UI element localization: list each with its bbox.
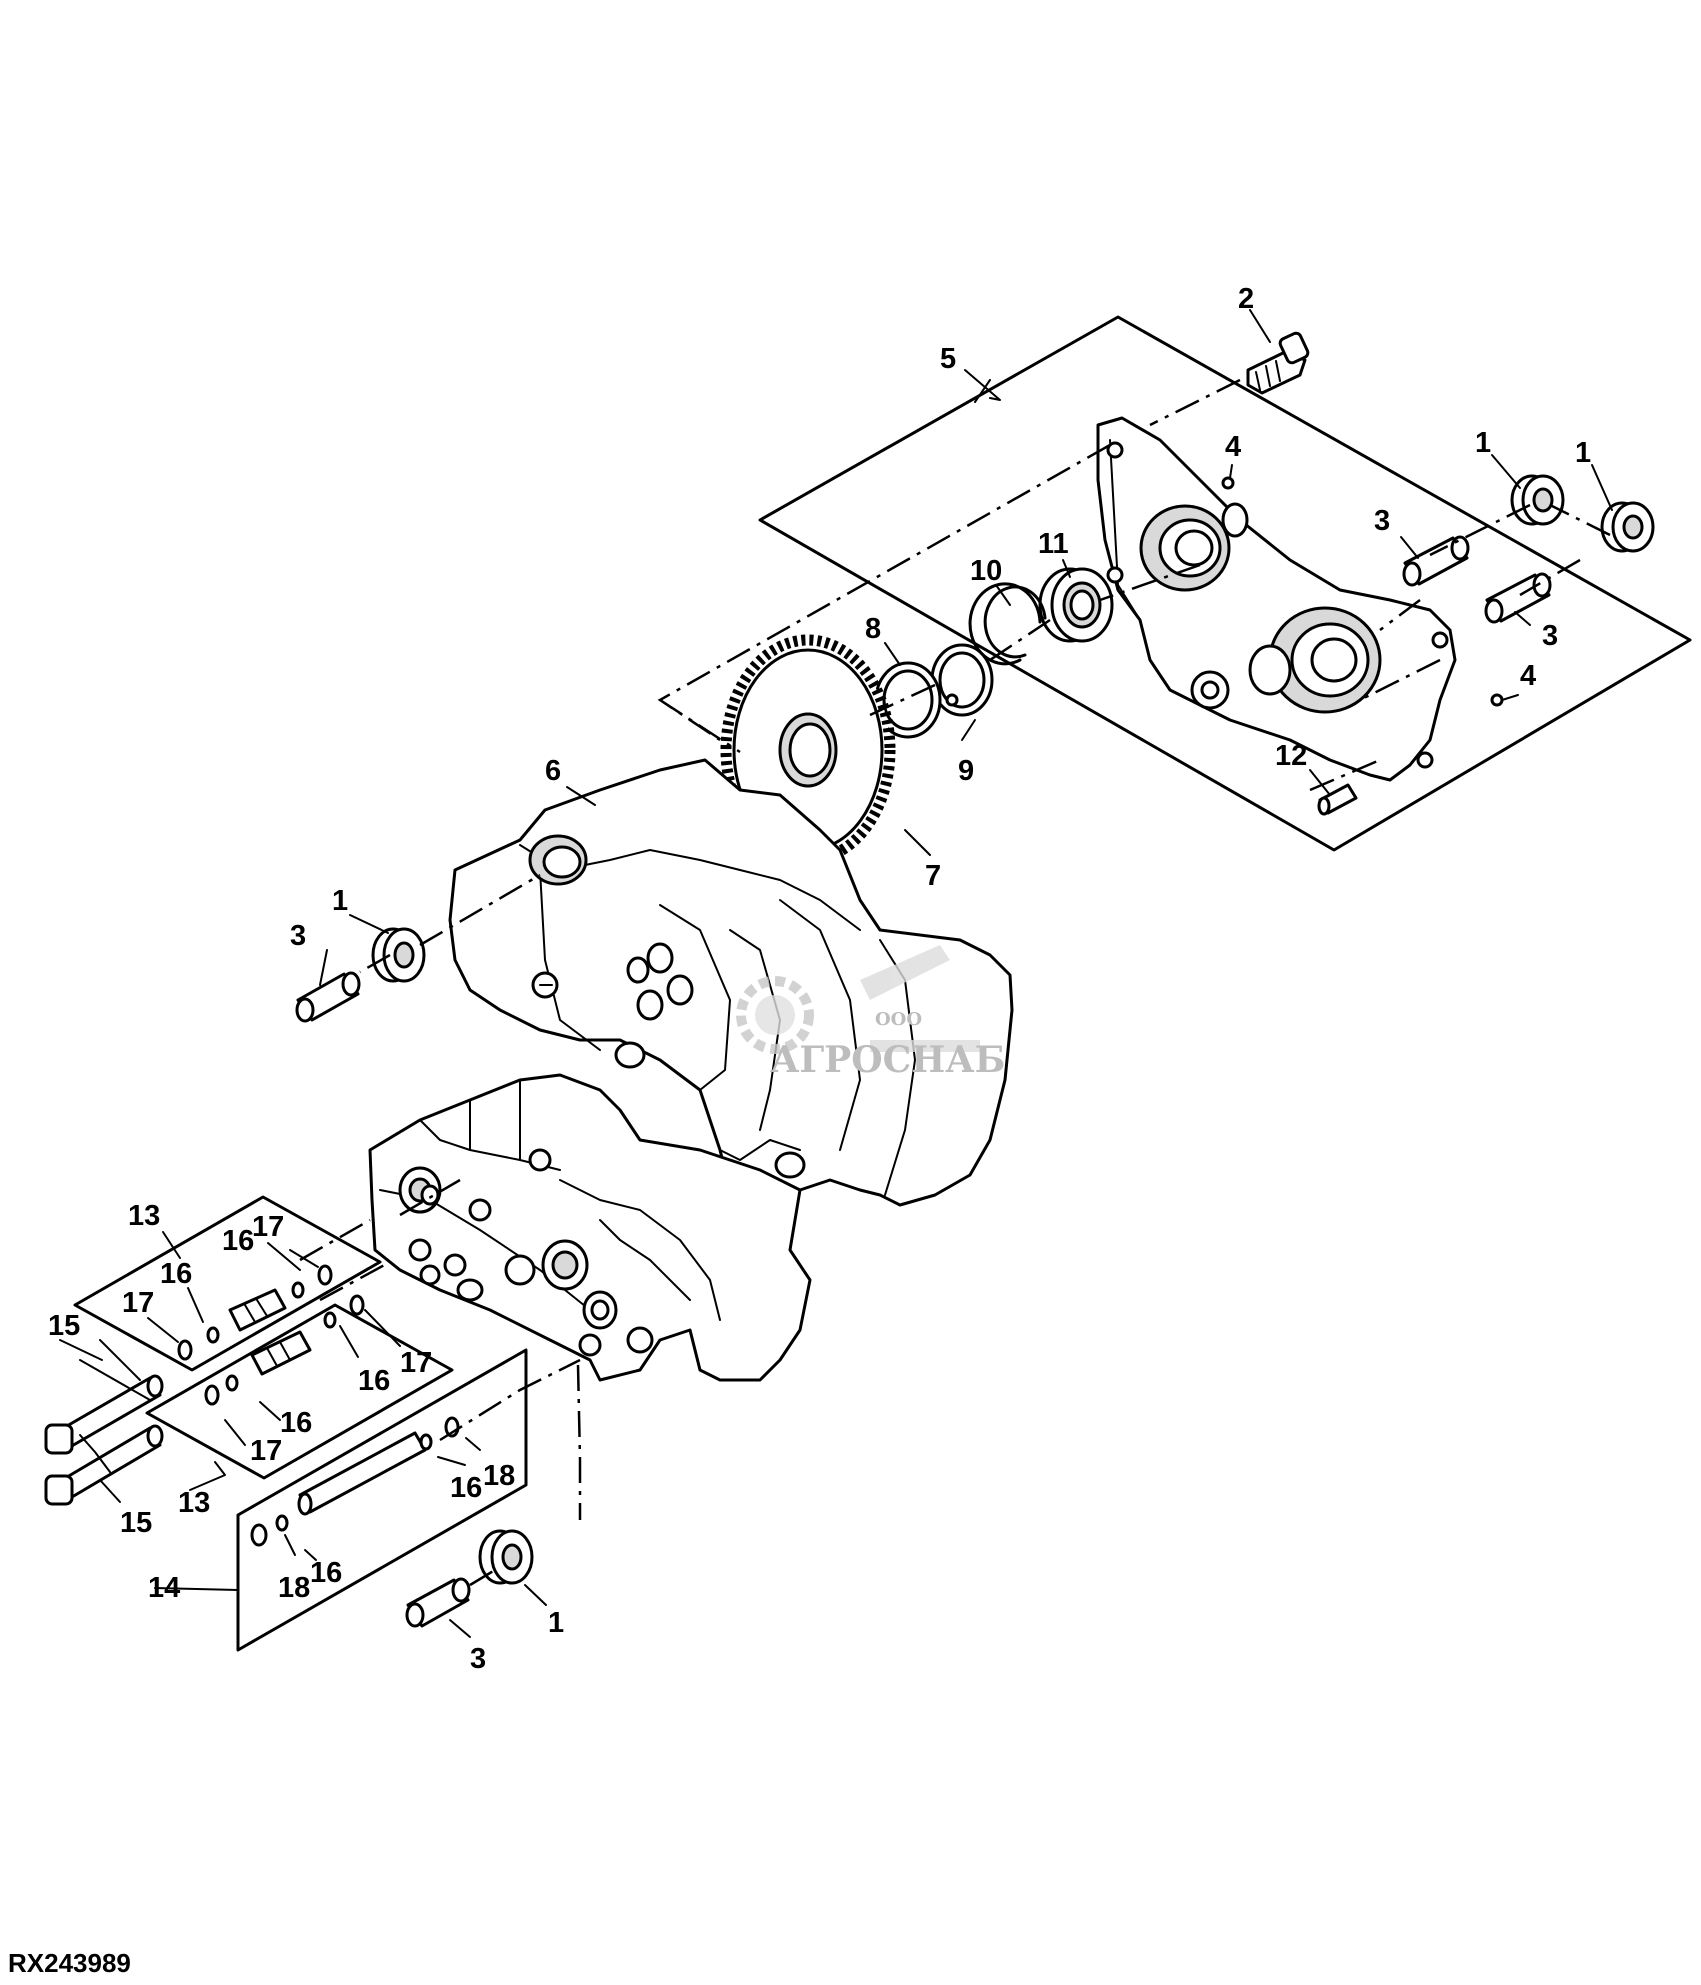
dowel-sleeve-3-d [405,1577,471,1628]
callout-15-a: 15 [48,1310,80,1342]
callout-16-c: 16 [358,1365,390,1397]
kit-frame-5 [758,315,1692,852]
bearing-11 [1038,567,1114,643]
valve-block [368,1073,812,1382]
plug-4-lower [1490,693,1504,707]
snap-ring-8 [874,661,942,739]
rear-cover [1096,416,1457,782]
valve-spool-13-a [228,1288,287,1332]
callout-17-d: 17 [250,1435,282,1467]
callout-3-a: 3 [1374,505,1390,537]
bushing-1-a [1510,474,1565,526]
callout-8: 8 [865,613,881,645]
cap-screw-2 [1246,331,1310,395]
figure-code: RX243989 [8,1948,131,1978]
kit-frame-14 [236,1348,528,1652]
valve-spool-13-b [250,1330,312,1376]
callout-3-b: 3 [1542,620,1558,652]
callout-16-d: 16 [280,1407,312,1439]
dowel-sleeve-3-c [295,971,361,1023]
leader-lines [59,309,1613,1638]
callout-15-b: 15 [120,1507,152,1539]
callout-4-upper: 4 [1225,431,1241,463]
dowel-sleeve-3-a [1402,535,1470,587]
callout-13-b: 13 [178,1487,210,1519]
callout-16-a: 16 [222,1225,254,1257]
callout-16-f: 16 [310,1557,342,1589]
callout-3-d: 3 [470,1643,486,1675]
callout-11: 11 [1038,528,1069,560]
callout-3-c: 3 [290,920,306,952]
kit-frame-13-b [145,1303,454,1480]
callout-16-b: 16 [160,1258,192,1290]
callout-17-c: 17 [400,1347,432,1379]
cap-screw-15-b [44,1424,164,1506]
bushing-1-c [371,927,426,983]
callout-1-d: 1 [548,1607,564,1639]
callout-6: 6 [545,755,561,787]
callout-16-e: 16 [450,1472,482,1504]
snap-ring-10 [968,582,1047,666]
watermark-line1: ООО [875,1009,922,1030]
cap-screw-15-a [44,1374,164,1455]
callout-1-b: 1 [1575,437,1591,469]
callout-labels: 2 5 4 1 1 3 3 4 11 10 8 9 12 6 7 1 3 13 … [48,283,1591,1675]
callout-18-b: 18 [278,1572,310,1604]
callout-13-a: 13 [128,1200,160,1232]
watermark-line2: АГРОСНАБ [770,1039,1005,1081]
callout-14: 14 [148,1572,180,1604]
callout-17-a: 17 [252,1211,284,1243]
bushing-1-b [1600,501,1655,553]
callout-7: 7 [925,860,941,892]
callout-18-a: 18 [483,1460,515,1492]
bushing-1-d [478,1529,534,1585]
callout-12: 12 [1275,740,1307,772]
callout-1-c: 1 [332,885,348,917]
callout-4-lower: 4 [1520,660,1536,692]
housing-6 [448,758,1014,1207]
callout-2: 2 [1238,283,1254,315]
callout-1-a: 1 [1475,427,1491,459]
callout-5: 5 [940,343,956,375]
callout-9: 9 [958,755,974,787]
callout-17-b: 17 [122,1287,154,1319]
pin-12 [1317,783,1358,816]
plug-4-upper [1221,476,1235,490]
callout-10: 10 [970,555,1002,587]
snap-ring-9 [930,643,994,717]
kit-frame-13-a [73,1195,382,1372]
watermark-logo [736,945,980,1054]
